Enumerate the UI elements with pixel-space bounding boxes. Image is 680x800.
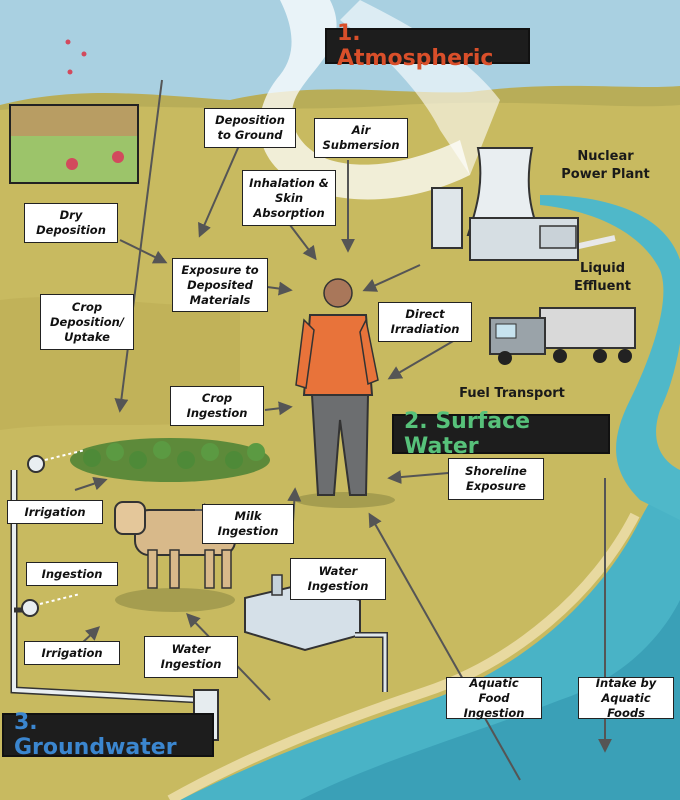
pathway-label-irrigation-1: Irrigation <box>7 500 103 524</box>
pathway-label-aquatic-food-ingestion: Aquatic Food Ingestion <box>446 677 542 719</box>
place-label-nuclear-plant: Nuclear Power Plant <box>548 148 663 184</box>
pathway-label-direct-irradiation: Direct Irradiation <box>378 302 472 342</box>
pathway-label-milk-ingestion: Milk Ingestion <box>202 504 294 544</box>
pathway-label-dry-deposition: Dry Deposition <box>24 203 118 243</box>
inset-sky <box>11 106 137 136</box>
pathway-label-deposition-to-ground: Deposition to Ground <box>204 108 296 148</box>
particle <box>82 52 87 57</box>
section-title-atmospheric: 1. Atmospheric <box>325 28 530 64</box>
pathway-label-air-submersion: Air Submersion <box>314 118 408 158</box>
inset-particle <box>112 151 124 163</box>
pathway-label-crop-deposition: Crop Deposition/ Uptake <box>40 294 134 350</box>
place-label-liquid-effluent: Liquid Effluent <box>560 260 645 296</box>
pathway-label-inhalation: Inhalation & Skin Absorption <box>242 170 336 226</box>
section-title-surface-water: 2. Surface Water <box>392 414 610 454</box>
pathway-label-irrigation-2: Irrigation <box>24 641 120 665</box>
place-label-fuel-transport: Fuel Transport <box>448 385 576 403</box>
pathway-label-water-ingestion-1: Water Ingestion <box>290 558 386 600</box>
pathway-label-ingestion: Ingestion <box>26 562 118 586</box>
section-title-groundwater: 3. Groundwater <box>2 713 214 757</box>
cabbage-field-icon <box>70 438 270 482</box>
pathway-label-exposure-deposited: Exposure to Deposited Materials <box>172 258 268 312</box>
pathway-label-shoreline-exposure: Shoreline Exposure <box>448 458 544 500</box>
pathway-label-intake-aquatic-foods: Intake by Aquatic Foods <box>578 677 674 719</box>
particle <box>68 70 73 75</box>
pathway-label-crop-ingestion: Crop Ingestion <box>170 386 264 426</box>
pathway-label-water-ingestion-2: Water Ingestion <box>144 636 238 678</box>
inset-particle <box>66 158 78 170</box>
particle <box>66 40 71 45</box>
